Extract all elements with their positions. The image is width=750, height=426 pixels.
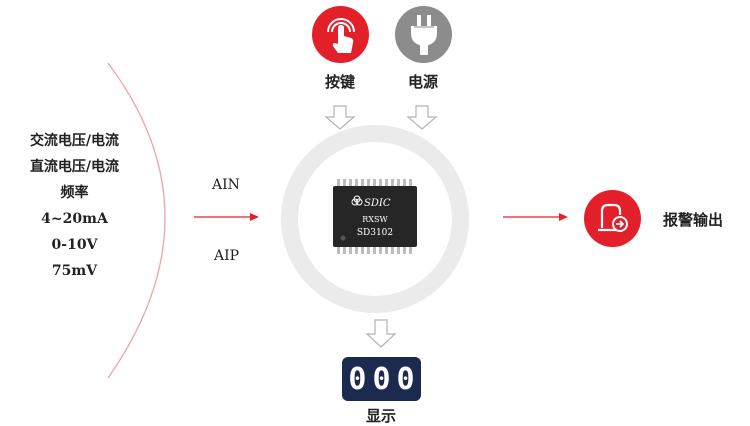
alarm-output-icon (597, 203, 628, 232)
signal-dc: 直流电压/电流 (29, 159, 120, 175)
signal-shunt: 75mV (51, 263, 98, 279)
power-plug-icon (410, 14, 437, 55)
signal-voltage: 0-10V (51, 237, 98, 253)
button-down-arrow (324, 105, 356, 130)
chip-brand: SDIC (364, 198, 391, 209)
output-arrow (503, 213, 568, 221)
seven-segment-display: 000 (342, 357, 421, 401)
input-signal-list: 交流电压/电流 直流电压/电流 频率 4~20mA 0-10V 75mV (12, 128, 137, 284)
signal-ac: 交流电压/电流 (29, 133, 120, 149)
input-curve (107, 62, 166, 379)
signal-frequency: 频率 (60, 185, 89, 201)
signal-current-loop: 4~20mA (41, 211, 108, 227)
pin-ain-label: AIN (212, 177, 240, 193)
button-label: 按键 (325, 73, 356, 91)
display-label: 显示 (366, 407, 397, 425)
power-down-arrow (406, 105, 438, 130)
alarm-output-label: 报警输出 (663, 211, 724, 229)
power-label: 电源 (408, 73, 439, 91)
input-arrow (194, 213, 259, 221)
chip-line1: RXSW (362, 215, 388, 224)
button-icon-circle (312, 6, 369, 63)
touch-finger-icon (326, 17, 355, 53)
display-down-arrow (365, 319, 397, 348)
power-icon-circle (395, 6, 452, 63)
sdic-logo-icon (351, 195, 363, 206)
alarm-icon-circle (584, 190, 641, 247)
chip-part-number: SD3102 (357, 228, 393, 238)
pin-aip-label: AIP (214, 248, 240, 264)
sd3102-chip: SDIC RXSW SD3102 (333, 179, 417, 254)
